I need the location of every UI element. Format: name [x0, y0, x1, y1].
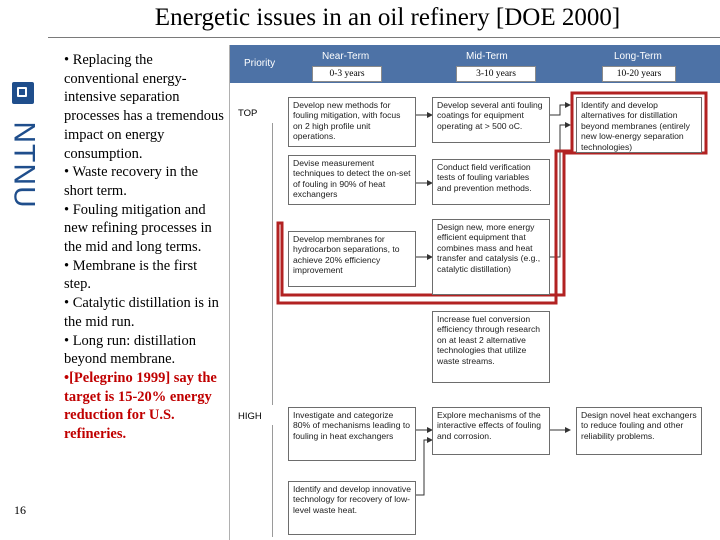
roadmap-box-long-1: Identify and develop alternatives for di…	[576, 97, 702, 153]
bullet-item: • Membrane is the first step.	[64, 257, 198, 293]
level-top-label: TOP	[238, 108, 258, 119]
roadmap-box-mid-3: Design new, more energy efficient equipm…	[432, 219, 550, 295]
roadmap-box-near-4: Investigate and categorize 80% of mechan…	[288, 407, 416, 461]
roadmap-box-mid-2: Conduct field verification tests of foul…	[432, 159, 550, 205]
bullet-list: • Replacing the conventional energy-inte…	[64, 51, 224, 444]
near-term-header: Near-Term	[322, 51, 370, 62]
mid-term-header: Mid-Term	[466, 51, 508, 62]
priority-axis-top	[272, 123, 273, 405]
bullet-item: • Waste recovery in the short term.	[64, 164, 199, 199]
mid-term-years: 3-10 years	[456, 66, 536, 82]
roadmap-figure: Priority Near-Term Mid-Term Long-Term 0-…	[229, 45, 720, 540]
roadmap-box-mid-1: Develop several anti fouling coatings fo…	[432, 97, 550, 143]
roadmap-box-long-2: Design novel heat exchangers to reduce f…	[576, 407, 702, 455]
roadmap-connectors	[276, 91, 708, 496]
page-number: 16	[14, 503, 26, 517]
roadmap-box-near-3: Develop membranes for hydrocarbon separa…	[288, 231, 416, 287]
bullet-item: • Fouling mitigation and new refining pr…	[64, 201, 212, 256]
roadmap-box-near-2: Devise measurement techniques to detect …	[288, 155, 416, 205]
slide-title: Energetic issues in an oil refinery [DOE…	[154, 4, 621, 31]
long-term-years: 10-20 years	[602, 66, 676, 82]
priority-axis-high	[272, 425, 273, 537]
brand-wordmark: NTNU	[8, 120, 42, 210]
brand-text: NTNU	[8, 121, 42, 209]
roadmap-box-near-5: Identify and develop innovative technolo…	[288, 481, 416, 535]
near-term-years: 0-3 years	[312, 66, 382, 82]
title-divider	[48, 37, 720, 38]
bullet-item-emphasis: •[Pelegrino 1999] say the target is 15-2…	[64, 369, 217, 443]
bullet-item: • Catalytic distillation is in the mid r…	[64, 295, 219, 330]
long-term-header: Long-Term	[614, 51, 662, 62]
bullet-item: • Replacing the conventional energy-inte…	[64, 52, 224, 162]
brand-sidebar: NTNU	[0, 38, 48, 540]
priority-header: Priority	[244, 58, 276, 69]
roadmap-box-mid-4: Increase fuel conversion efficiency thro…	[432, 311, 550, 383]
level-high-label: HIGH	[238, 411, 262, 422]
roadmap-box-near-1: Develop new methods for fouling mitigati…	[288, 97, 416, 147]
bullet-item: • Long run: distillation beyond membrane…	[64, 332, 196, 368]
roadmap-box-mid-5: Explore mechanisms of the interactive ef…	[432, 407, 550, 455]
ntnu-logo-icon	[12, 82, 34, 104]
